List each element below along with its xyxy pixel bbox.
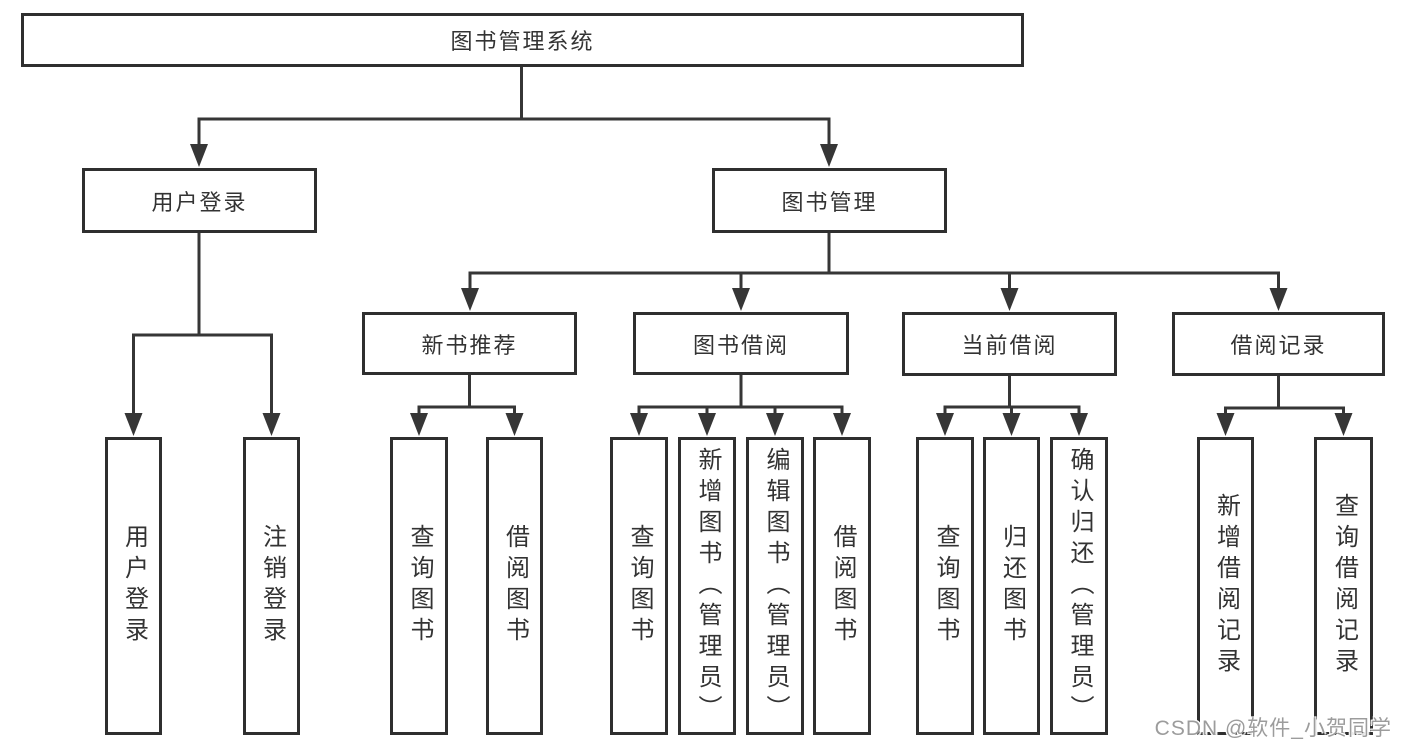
leaf-label: 借阅图书 [829, 524, 856, 648]
node-borrow-records: 借阅记录 [1172, 312, 1385, 376]
node-library-management-system: 图书管理系统 [21, 13, 1024, 67]
leaf-label: 查询借阅记录 [1330, 493, 1358, 679]
node-label: 借阅记录 [1230, 333, 1327, 358]
node-label: 图书管理 [781, 189, 878, 215]
watermark: CSDN @软件_小贺同学 [1154, 717, 1392, 740]
leaf-label: 编辑图书（管理员） [762, 446, 789, 726]
node-current-borrow: 当前借阅 [902, 312, 1117, 376]
leaf-edit-books-admin: 编辑图书（管理员） [746, 437, 804, 735]
leaf-add-books-admin: 新增图书（管理员） [678, 437, 736, 735]
node-label: 图书借阅 [692, 332, 789, 358]
leaf-return-books: 归还图书 [983, 437, 1040, 735]
leaf-user-login: 用户登录 [105, 437, 162, 735]
leaf-label: 归还图书 [998, 524, 1026, 648]
node-new-book-recommend: 新书推荐 [362, 312, 577, 375]
leaf-label: 查询图书 [932, 524, 959, 648]
leaf-label: 查询图书 [626, 524, 653, 648]
node-label: 新书推荐 [421, 332, 518, 358]
node-label: 图书管理系统 [450, 29, 595, 54]
leaf-borrow-books: 借阅图书 [813, 437, 871, 735]
node-book-borrow: 图书借阅 [633, 312, 849, 375]
arrowheads [124, 144, 1353, 436]
leaf-label: 借阅图书 [501, 524, 529, 648]
leaf-confirm-return-admin: 确认归还（管理员） [1050, 437, 1108, 735]
leaf-label: 注销登录 [258, 524, 286, 648]
leaf-query-books-current: 查询图书 [916, 437, 974, 735]
leaf-borrow-books-recommend: 借阅图书 [486, 437, 543, 735]
leaf-label: 新增借阅记录 [1212, 493, 1240, 679]
connector-paths [132, 64, 1345, 417]
leaf-add-borrow-record: 新增借阅记录 [1197, 437, 1254, 735]
node-label: 用户登录 [151, 189, 248, 215]
leaf-label: 查询图书 [406, 524, 433, 648]
node-user-login: 用户登录 [82, 168, 317, 233]
leaf-label: 用户登录 [120, 524, 148, 648]
leaf-label: 新增图书（管理员） [694, 446, 721, 726]
leaf-label: 确认归还（管理员） [1066, 446, 1093, 726]
leaf-query-books-borrow: 查询图书 [610, 437, 668, 735]
leaf-query-borrow-record: 查询借阅记录 [1314, 437, 1373, 735]
node-label: 当前借阅 [961, 333, 1058, 358]
leaf-query-books-recommend: 查询图书 [390, 437, 448, 735]
leaf-logout: 注销登录 [243, 437, 300, 735]
node-book-management: 图书管理 [712, 168, 947, 233]
